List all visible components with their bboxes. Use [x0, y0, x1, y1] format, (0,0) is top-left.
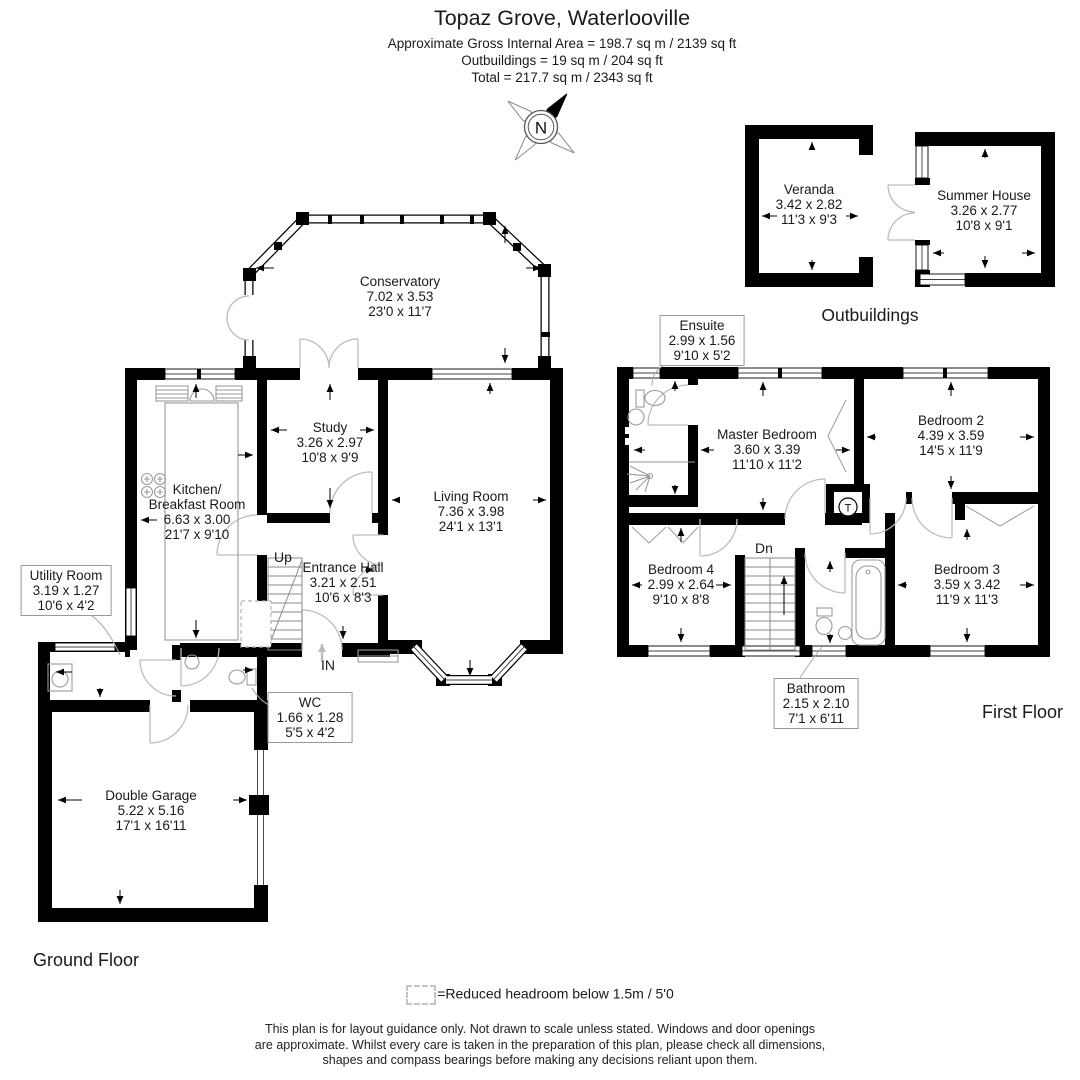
outbuildings-walls — [745, 125, 1055, 287]
ground-floor-title: Ground Floor — [33, 950, 140, 970]
disclaimer: This plan is for layout guidance only. N… — [0, 1022, 1080, 1069]
room-label-study: Study 3.26 x 2.97 10'8 x 9'9 — [296, 420, 364, 465]
utility-fixtures — [47, 663, 73, 692]
conservatory-walls — [226, 212, 551, 368]
entrance-step — [357, 649, 399, 663]
compass-north-label: N — [535, 119, 547, 138]
tank-symbol: T — [838, 497, 858, 517]
room-label-conservatory: Conservatory 7.02 x 3.53 23'0 x 11'7 — [359, 274, 441, 319]
legend: =Reduced headroom below 1.5m / 5'0 — [0, 985, 1080, 1005]
ensuite-fixtures — [626, 389, 695, 493]
room-label-bathroom: Bathroom 2.15 x 2.10 7'1 x 6'11 — [773, 678, 859, 729]
first-floor-doors — [647, 384, 953, 594]
outbuildings-title: Outbuildings — [821, 305, 919, 325]
disclaimer-line-3: shapes and compass bearings before makin… — [322, 1053, 758, 1067]
tank-label: T — [845, 503, 852, 515]
legend-text: =Reduced headroom below 1.5m / 5'0 — [437, 985, 674, 1002]
disclaimer-line-2: are approximate. Whilst every care is ta… — [254, 1037, 826, 1052]
room-label-utility-room: Utility Room 3.19 x 1.27 10'6 x 4'2 — [20, 565, 112, 616]
first-floor-walls — [617, 367, 1050, 657]
entrance-in-label: IN — [321, 657, 335, 673]
area-line-2: Outbuildings = 19 sq m / 204 sq ft — [461, 53, 663, 68]
room-label-entrance-hall: Entrance Hall 3.21 x 2.51 10'6 x 8'3 — [302, 560, 384, 605]
ground-floor-windows — [54, 368, 513, 652]
room-label-bedroom-3: Bedroom 3 3.59 x 3.42 11'9 x 11'3 — [933, 562, 1001, 607]
room-label-veranda: Veranda 3.42 x 2.82 11'3 x 9'3 — [775, 182, 843, 227]
wardrobes — [631, 399, 1035, 544]
stairs-down-label: Dn — [755, 540, 773, 556]
room-label-ensuite: Ensuite 2.99 x 1.56 9'10 x 5'2 — [659, 315, 745, 366]
page-title: Topaz Grove, Waterlooville — [433, 6, 691, 30]
bathroom-fixtures — [815, 559, 886, 646]
room-label-bedroom-4: Bedroom 4 2.99 x 2.64 9'10 x 8'8 — [647, 562, 715, 607]
room-label-master-bedroom: Master Bedroom 3.60 x 3.39 11'10 x 11'2 — [717, 427, 817, 472]
disclaimer-line-1: This plan is for layout guidance only. N… — [264, 1022, 816, 1036]
first-floor-title: First Floor — [982, 702, 1063, 722]
first-floor-stairs — [744, 557, 796, 651]
compass-icon: N — [507, 93, 575, 161]
reduced-headroom-area — [240, 600, 272, 648]
room-label-summer-house: Summer House 3.26 x 2.77 10'8 x 9'1 — [937, 188, 1031, 233]
bay-window — [410, 643, 528, 685]
reduced-headroom-icon — [406, 985, 437, 1005]
first-floor-windows — [632, 367, 989, 657]
room-label-wc: WC 1.66 x 1.28 5'5 x 4'2 — [267, 692, 353, 743]
room-label-bedroom-2: Bedroom 2 4.39 x 3.59 14'5 x 11'9 — [917, 413, 985, 458]
stairs-up-label: Up — [274, 549, 292, 565]
dimension-arrows — [56, 142, 1035, 904]
area-line-1: Approximate Gross Internal Area = 198.7 … — [387, 36, 737, 51]
room-label-living-room: Living Room 7.36 x 3.98 24'1 x 13'1 — [433, 489, 509, 534]
room-label-kitchen: Kitchen/ Breakfast Room 6.63 x 3.00 21'7… — [148, 482, 246, 542]
ground-floor-doors — [139, 338, 384, 744]
kitchen-fixtures — [140, 385, 243, 641]
ground-floor-stairs — [240, 557, 303, 651]
garage-door — [257, 750, 264, 885]
room-label-double-garage: Double Garage 5.22 x 5.16 17'1 x 16'11 — [105, 788, 197, 833]
header: Topaz Grove, Waterlooville Approximate G… — [44, 6, 1080, 86]
area-line-3: Total = 217.7 sq m / 2343 sq ft — [471, 70, 653, 85]
